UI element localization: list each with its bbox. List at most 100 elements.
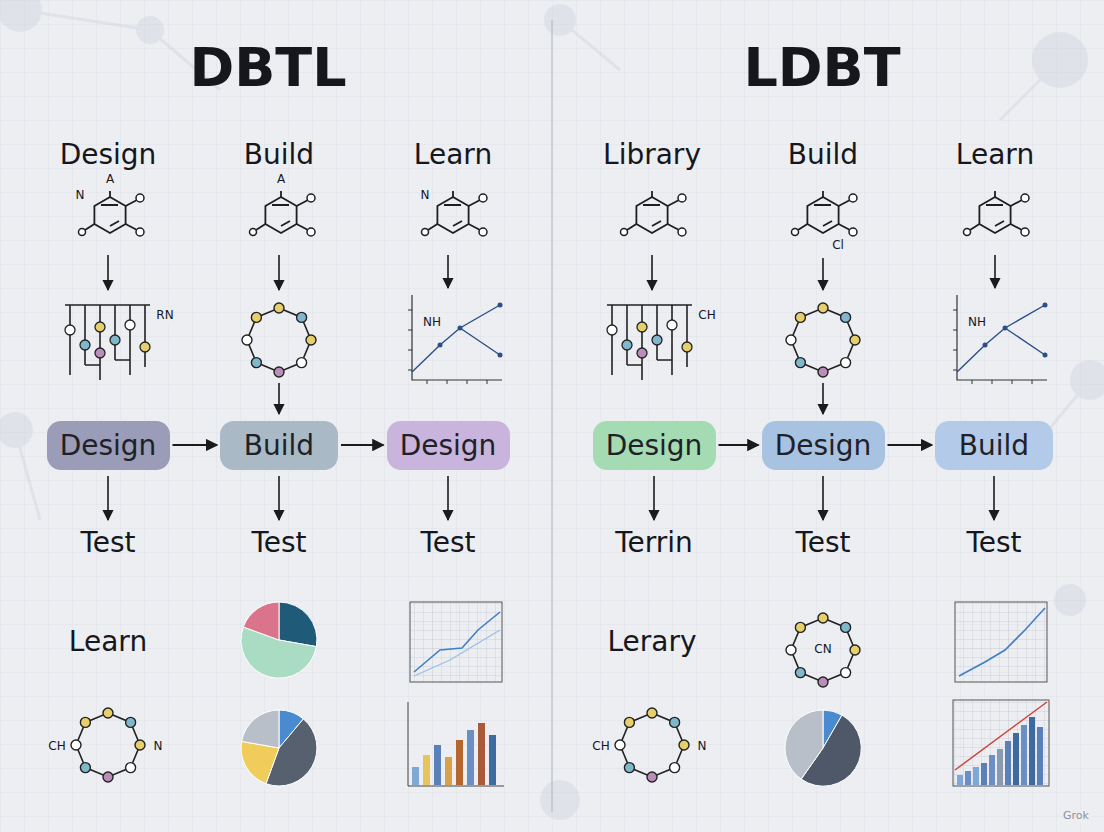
molecule-icons: [79, 191, 145, 236]
pie-chart: [785, 710, 861, 786]
pie-chart: [241, 710, 317, 786]
atom-label: RN: [155, 309, 174, 323]
step-label: Lerary: [607, 626, 696, 658]
pie-chart: [242, 710, 279, 748]
column-header: Build: [788, 139, 858, 171]
molecule-icons: [422, 191, 488, 236]
molecule-icons: [79, 191, 1030, 236]
atom-label: CH: [697, 309, 716, 323]
molecule-icons: [792, 191, 858, 236]
line-charts: [953, 295, 1048, 384]
pie-chart: [279, 602, 317, 647]
step-name: Build: [959, 429, 1029, 462]
network-diagrams: [71, 708, 145, 782]
bar-chart: [412, 767, 419, 785]
atom-label: A: [276, 173, 286, 187]
bar-chart: [957, 775, 963, 785]
process-pill: Design: [47, 421, 170, 470]
molecule-icons: [964, 191, 1030, 236]
process-pill: Build: [935, 421, 1053, 470]
process-pill: Build: [220, 421, 338, 470]
divider: [551, 20, 552, 812]
grid-charts: [414, 630, 500, 676]
flow-arrows: [447, 255, 449, 288]
step-label: Test: [420, 527, 475, 559]
step-name: Design: [60, 429, 157, 462]
network-diagrams: [71, 303, 860, 782]
watermark: Grok: [1062, 810, 1090, 823]
bar-chart: [456, 740, 463, 785]
atom-label: N: [153, 740, 164, 754]
bar-chart: [478, 723, 485, 785]
bar-chart: [953, 700, 1049, 786]
molecule-icons: [250, 191, 316, 236]
flow-arrow: [888, 444, 933, 446]
bar-chart: [445, 757, 452, 785]
atom-label: N: [697, 740, 708, 754]
atom-label: CN: [813, 643, 832, 657]
flow-arrows: [822, 383, 824, 414]
molecule-icons: [621, 191, 687, 236]
bar-chart: [1029, 717, 1035, 785]
bar-chart: [955, 702, 1047, 770]
flow-arrows: [108, 255, 995, 520]
column-header: Learn: [414, 139, 492, 171]
flow-arrows: [278, 255, 280, 290]
grid-charts: [959, 608, 1045, 676]
step-name: Design: [606, 429, 703, 462]
step-label: Test: [251, 527, 306, 559]
process-pill: Design: [387, 421, 510, 470]
flow-arrows: [993, 476, 995, 520]
network-diagrams: [786, 613, 860, 687]
flow-arrows: [107, 476, 109, 520]
flow-arrows: [653, 476, 655, 520]
step-name: Design: [775, 429, 872, 462]
heading: LDBT: [743, 37, 900, 99]
bar-chart: [965, 771, 971, 785]
grid-charts: [414, 612, 500, 672]
bar-chart: [981, 763, 987, 785]
background-molecules: [1070, 360, 1104, 400]
flow-arrows: [651, 255, 653, 290]
pie-chart: [243, 602, 279, 640]
flow-arrows: [278, 383, 280, 414]
grid-charts: [955, 602, 1047, 682]
bar-chart: [1013, 733, 1019, 785]
bar-chart: [408, 702, 504, 786]
step-label: Test: [966, 527, 1021, 559]
step-name: Build: [244, 429, 314, 462]
step-label: Learn: [69, 626, 147, 658]
atom-label: NH: [967, 316, 987, 330]
flow-arrows: [447, 476, 449, 520]
tree-diagrams: [65, 305, 150, 380]
background-molecules: [540, 780, 580, 820]
bar-chart: [408, 702, 504, 786]
column-header: Library: [603, 139, 701, 171]
flow-arrow: [341, 444, 384, 446]
bar-chart: [434, 745, 441, 785]
bar-chart: [973, 767, 979, 785]
flow-arrows: [994, 255, 996, 288]
step-label: Terrin: [615, 527, 693, 559]
tree-diagrams: [607, 305, 692, 380]
network-diagrams: [786, 303, 860, 377]
atom-label: CH: [47, 740, 66, 754]
flow-arrow: [719, 444, 759, 446]
bar-chart: [489, 735, 496, 785]
bar-chart: [1021, 725, 1027, 785]
process-pill: Design: [762, 421, 885, 470]
atom-label: N: [420, 189, 431, 203]
bar-chart: [953, 700, 1049, 786]
atom-label: NH: [422, 316, 442, 330]
line-charts: [408, 295, 1048, 384]
bar-chart: [467, 730, 474, 785]
network-diagrams: [615, 708, 689, 782]
atom-label: Cl: [831, 239, 845, 253]
line-charts: [408, 295, 503, 384]
atom-label: CH: [591, 740, 610, 754]
step-label: Test: [80, 527, 135, 559]
step-label: Test: [795, 527, 850, 559]
